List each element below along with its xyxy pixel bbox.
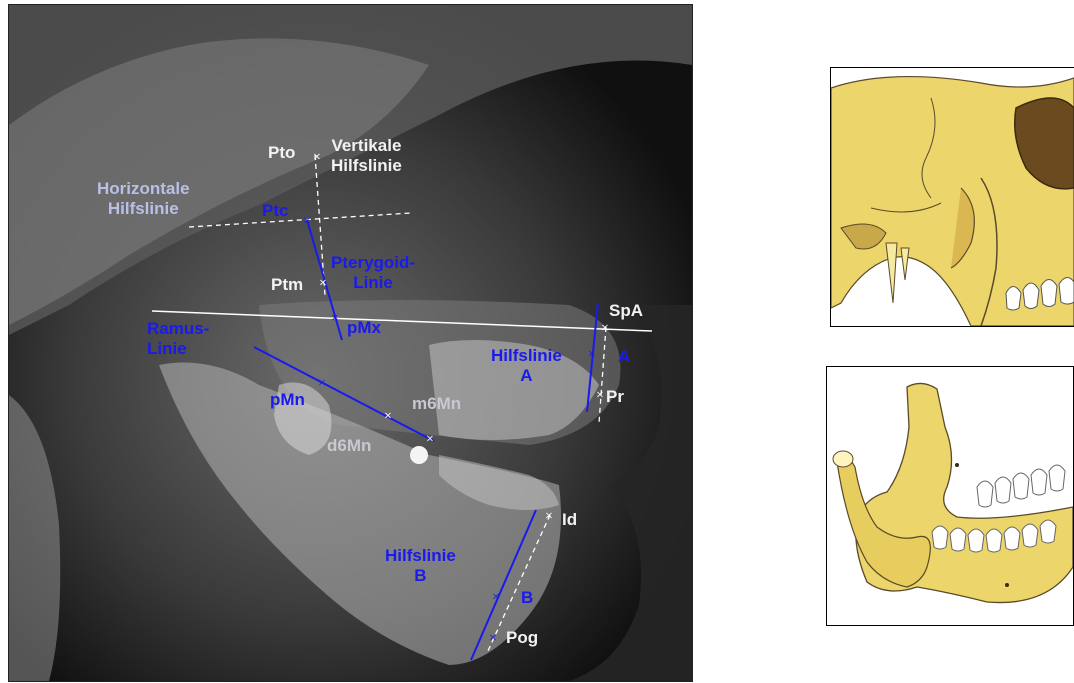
- label-id: Id: [562, 510, 577, 530]
- xray-image: × × × × × × × × × × × × ×: [9, 5, 692, 681]
- ptm-marker: ×: [319, 278, 327, 289]
- label-pmx: pMx: [347, 318, 381, 338]
- label-m6mn: m6Mn: [412, 394, 461, 414]
- label-pto: Pto: [268, 143, 295, 163]
- ptc-marker: ×: [303, 216, 311, 227]
- label-pmn: pMn: [270, 390, 305, 410]
- mandible-drawing: [827, 367, 1073, 625]
- label-b: B: [521, 588, 533, 608]
- pmx-marker: ×: [331, 313, 339, 324]
- d6mn-marker: ×: [426, 434, 434, 445]
- cephalometric-xray: × × × × × × × × × × × × × Pto Vertikale …: [8, 4, 693, 682]
- pto-marker: ×: [313, 152, 321, 163]
- label-ptc: Ptc: [262, 201, 288, 221]
- label-ptm: Ptm: [271, 275, 303, 295]
- label-ramus-linie: Ramus- Linie: [147, 319, 209, 359]
- label-vertikale-hilfslinie: Vertikale Hilfslinie: [331, 136, 402, 176]
- spa-marker: ×: [601, 323, 609, 334]
- label-horizontale-hilfslinie: Horizontale Hilfslinie: [97, 179, 190, 219]
- label-a: A: [618, 347, 630, 367]
- label-d6mn: d6Mn: [327, 436, 371, 456]
- b-marker: ×: [492, 592, 500, 603]
- pog-marker: ×: [489, 633, 497, 644]
- m6mn-marker: ×: [384, 411, 392, 422]
- label-spa: SpA: [609, 301, 643, 321]
- id-marker: ×: [545, 511, 553, 522]
- skull-drawing: [831, 68, 1074, 326]
- label-hilfslinie-b: Hilfslinie B: [385, 546, 456, 586]
- label-hilfslinie-a: Hilfslinie A: [491, 346, 562, 386]
- label-pr: Pr: [606, 387, 624, 407]
- pr-marker: ×: [596, 390, 604, 401]
- mandible-illustration: [826, 366, 1074, 626]
- a-marker: ×: [588, 349, 596, 360]
- label-pterygoid-linie: Pterygoid- Linie: [331, 253, 415, 293]
- skull-illustration: [830, 67, 1074, 327]
- label-pog: Pog: [506, 628, 538, 648]
- pmn-marker: ×: [318, 378, 326, 389]
